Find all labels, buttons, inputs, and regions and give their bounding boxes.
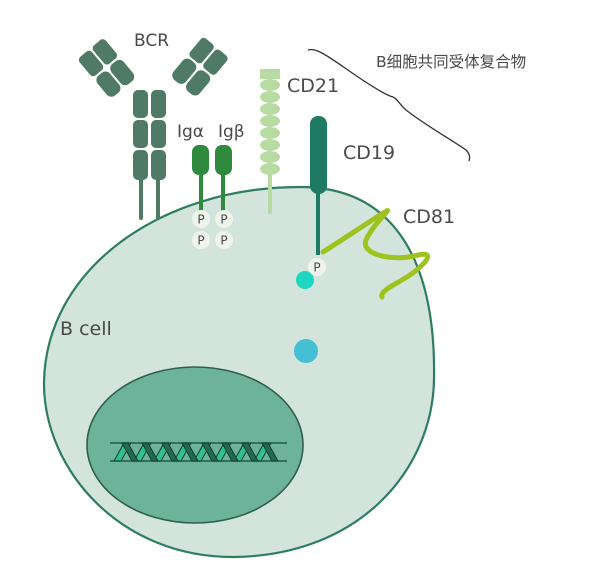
ig-beta-label: Igβ xyxy=(218,122,245,142)
dna-helix-icon xyxy=(110,442,287,462)
coreceptor-complex-label: B细胞共同受体复合物 xyxy=(376,53,527,71)
cd19-label: CD19 xyxy=(343,142,396,164)
b-cell-label: B cell xyxy=(60,318,112,340)
vesicle-blue xyxy=(294,339,318,363)
bcr-label: BCR xyxy=(134,31,170,51)
svg-text:P: P xyxy=(313,261,320,275)
coreceptor-bracket xyxy=(307,48,471,162)
ig-alpha-label: Igα xyxy=(177,122,205,142)
ig-alpha-beta xyxy=(192,145,232,214)
kinase-teal xyxy=(296,271,314,289)
cd81-label: CD81 xyxy=(403,206,456,228)
svg-text:P: P xyxy=(220,213,227,227)
phospho-sites: P P P P P xyxy=(192,210,326,276)
cd21-receptor xyxy=(260,69,280,214)
svg-text:P: P xyxy=(197,213,204,227)
cd19-receptor xyxy=(310,116,327,255)
cd81-tetraspanin xyxy=(320,208,431,300)
svg-text:P: P xyxy=(220,234,227,248)
bcr-receptor xyxy=(78,37,228,220)
cd21-label: CD21 xyxy=(287,75,340,97)
svg-text:P: P xyxy=(197,234,204,248)
nucleus xyxy=(86,366,304,524)
